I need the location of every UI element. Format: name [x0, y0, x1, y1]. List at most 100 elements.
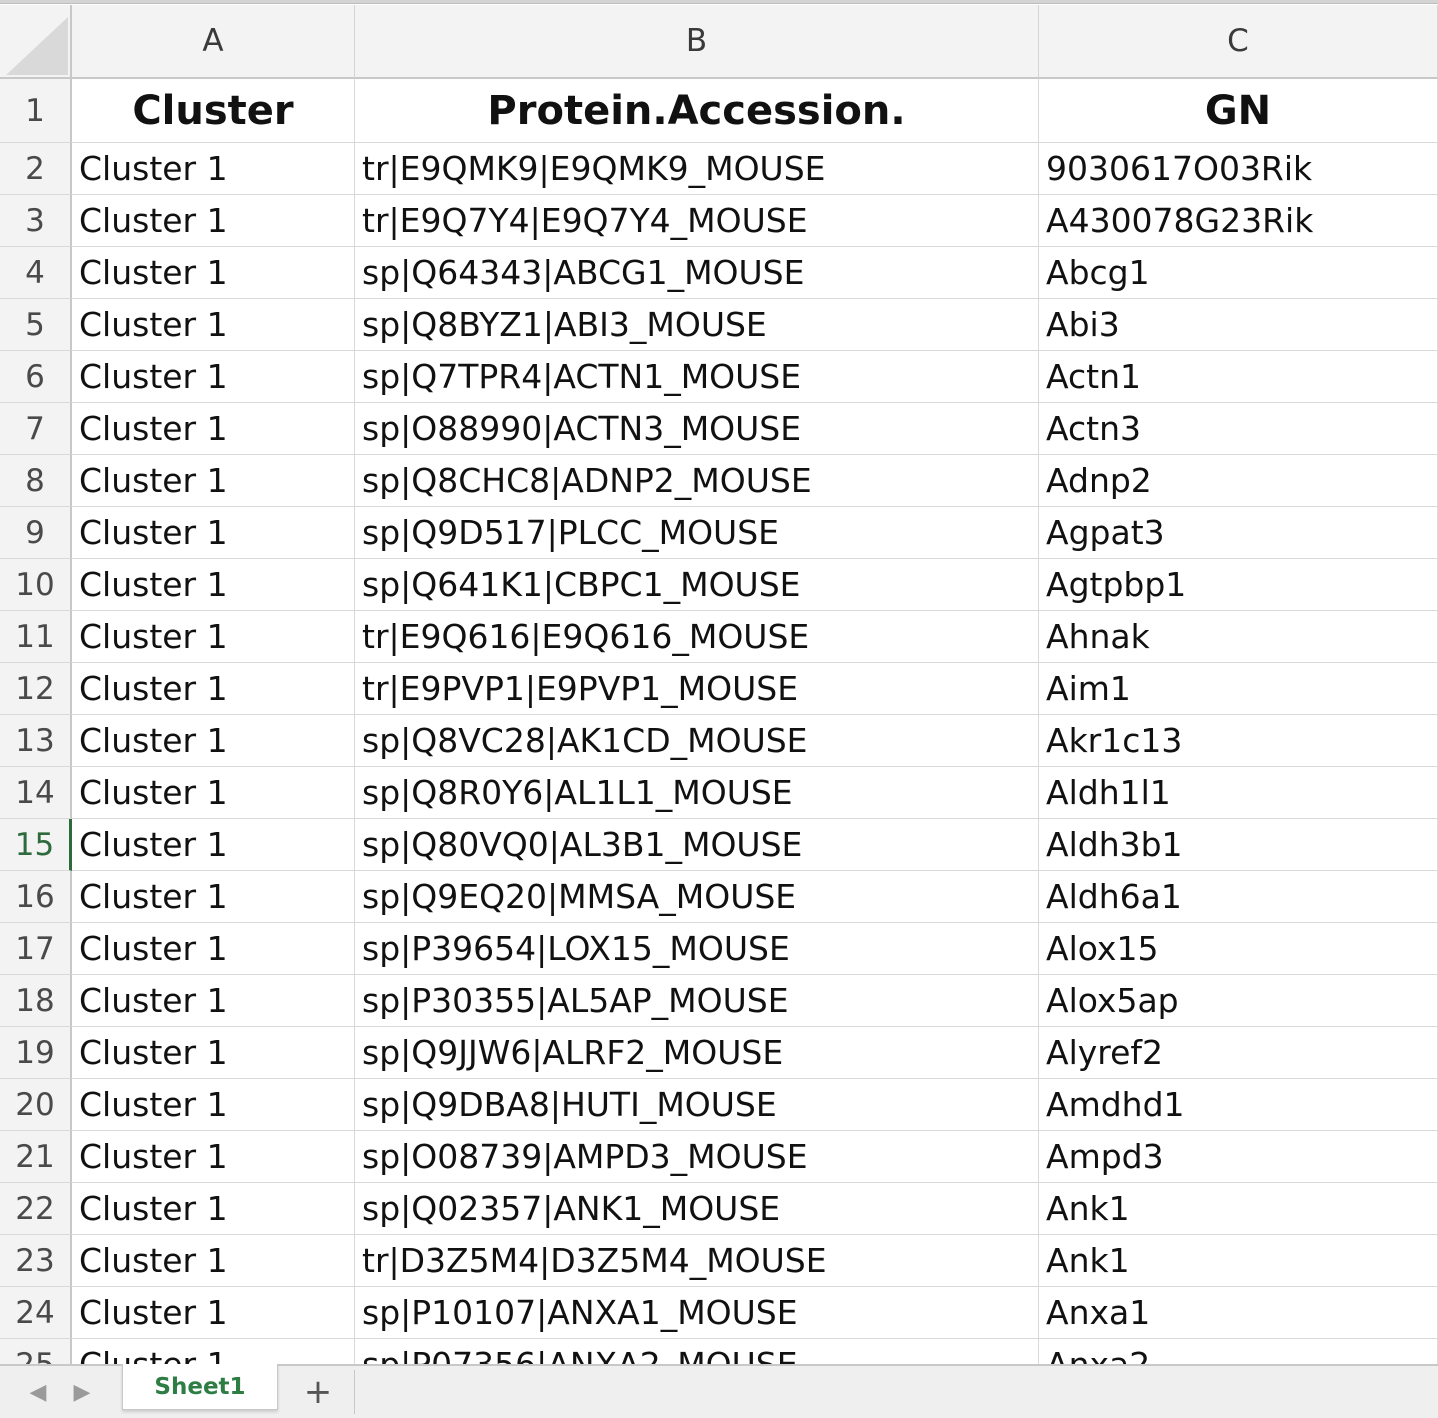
cell-a[interactable]: Cluster 1	[72, 1339, 355, 1365]
cell-a[interactable]: Cluster 1	[72, 403, 355, 455]
cell-b[interactable]: sp|P10107|ANXA1_MOUSE	[355, 1287, 1039, 1339]
column-header-b[interactable]: B	[355, 5, 1039, 79]
cell-b[interactable]: tr|E9QMK9|E9QMK9_MOUSE	[355, 143, 1039, 195]
row-header[interactable]: 11	[0, 611, 72, 663]
row-header[interactable]: 14	[0, 767, 72, 819]
cell-c[interactable]: Ank1	[1039, 1183, 1438, 1235]
cell-c[interactable]: Ank1	[1039, 1235, 1438, 1287]
row-header[interactable]: 8	[0, 455, 72, 507]
cell-c[interactable]: Ahnak	[1039, 611, 1438, 663]
cell-b[interactable]: sp|Q9JJW6|ALRF2_MOUSE	[355, 1027, 1039, 1079]
cell-a[interactable]: Cluster 1	[72, 1131, 355, 1183]
cell-a[interactable]: Cluster 1	[72, 611, 355, 663]
row-header[interactable]: 1	[0, 79, 72, 143]
cell-a[interactable]: Cluster 1	[72, 299, 355, 351]
cell-a[interactable]: Cluster 1	[72, 143, 355, 195]
cell-c[interactable]: Abcg1	[1039, 247, 1438, 299]
row-header[interactable]: 17	[0, 923, 72, 975]
cell-c[interactable]: Alyref2	[1039, 1027, 1438, 1079]
cell-a[interactable]: Cluster 1	[72, 455, 355, 507]
cell-c[interactable]: Aldh6a1	[1039, 871, 1438, 923]
cell-a[interactable]: Cluster 1	[72, 195, 355, 247]
row-header[interactable]: 9	[0, 507, 72, 559]
cell-c[interactable]: Akr1c13	[1039, 715, 1438, 767]
cell-b[interactable]: sp|Q641K1|CBPC1_MOUSE	[355, 559, 1039, 611]
add-sheet-button[interactable]: +	[303, 1372, 333, 1412]
cell-a[interactable]: Cluster 1	[72, 1027, 355, 1079]
row-header[interactable]: 18	[0, 975, 72, 1027]
cell-c[interactable]: Aldh1l1	[1039, 767, 1438, 819]
cell-c[interactable]: Actn3	[1039, 403, 1438, 455]
cell-a[interactable]: Cluster 1	[72, 767, 355, 819]
cell-b[interactable]: sp|P39654|LOX15_MOUSE	[355, 923, 1039, 975]
cell-c[interactable]: Actn1	[1039, 351, 1438, 403]
row-header[interactable]: 22	[0, 1183, 72, 1235]
cell-b[interactable]: sp|Q7TPR4|ACTN1_MOUSE	[355, 351, 1039, 403]
cell-c[interactable]: Aim1	[1039, 663, 1438, 715]
cell-c[interactable]: Aldh3b1	[1039, 819, 1438, 871]
cell-a[interactable]: Cluster 1	[72, 715, 355, 767]
cell-a[interactable]: Cluster	[72, 79, 355, 143]
cell-a[interactable]: Cluster 1	[72, 1183, 355, 1235]
column-header-a[interactable]: A	[72, 5, 355, 79]
cell-a[interactable]: Cluster 1	[72, 507, 355, 559]
row-header[interactable]: 24	[0, 1287, 72, 1339]
row-header[interactable]: 16	[0, 871, 72, 923]
cell-b[interactable]: sp|O08739|AMPD3_MOUSE	[355, 1131, 1039, 1183]
cell-c[interactable]: Amdhd1	[1039, 1079, 1438, 1131]
cell-a[interactable]: Cluster 1	[72, 351, 355, 403]
cell-a[interactable]: Cluster 1	[72, 819, 355, 871]
cell-a[interactable]: Cluster 1	[72, 247, 355, 299]
cell-b[interactable]: Protein.Accession.	[355, 79, 1039, 143]
row-header[interactable]: 10	[0, 559, 72, 611]
cell-a[interactable]: Cluster 1	[72, 1235, 355, 1287]
cell-b[interactable]: sp|Q8R0Y6|AL1L1_MOUSE	[355, 767, 1039, 819]
cell-b[interactable]: sp|O88990|ACTN3_MOUSE	[355, 403, 1039, 455]
cell-a[interactable]: Cluster 1	[72, 1287, 355, 1339]
cell-b[interactable]: tr|E9PVP1|E9PVP1_MOUSE	[355, 663, 1039, 715]
cell-c[interactable]: Alox15	[1039, 923, 1438, 975]
cell-b[interactable]: tr|E9Q7Y4|E9Q7Y4_MOUSE	[355, 195, 1039, 247]
row-header[interactable]: 2	[0, 143, 72, 195]
cell-c[interactable]: Adnp2	[1039, 455, 1438, 507]
row-header[interactable]: 23	[0, 1235, 72, 1287]
row-header[interactable]: 20	[0, 1079, 72, 1131]
row-header[interactable]: 21	[0, 1131, 72, 1183]
cell-c[interactable]: Abi3	[1039, 299, 1438, 351]
cell-a[interactable]: Cluster 1	[72, 559, 355, 611]
cell-c[interactable]: Anxa1	[1039, 1287, 1438, 1339]
cell-b[interactable]: sp|Q8VC28|AK1CD_MOUSE	[355, 715, 1039, 767]
cell-c[interactable]: Agtpbp1	[1039, 559, 1438, 611]
row-header[interactable]: 15	[0, 819, 72, 871]
column-header-c[interactable]: C	[1039, 5, 1438, 79]
cell-a[interactable]: Cluster 1	[72, 1079, 355, 1131]
cell-b[interactable]: sp|Q8CHC8|ADNP2_MOUSE	[355, 455, 1039, 507]
cell-a[interactable]: Cluster 1	[72, 663, 355, 715]
row-header[interactable]: 6	[0, 351, 72, 403]
cell-b[interactable]: tr|D3Z5M4|D3Z5M4_MOUSE	[355, 1235, 1039, 1287]
row-header[interactable]: 12	[0, 663, 72, 715]
row-header[interactable]: 5	[0, 299, 72, 351]
cell-b[interactable]: sp|Q64343|ABCG1_MOUSE	[355, 247, 1039, 299]
cell-c[interactable]: Alox5ap	[1039, 975, 1438, 1027]
cell-c[interactable]: A430078G23Rik	[1039, 195, 1438, 247]
cell-b[interactable]: sp|P07356|ANXA2_MOUSE	[355, 1339, 1039, 1365]
sheet-tab-sheet1[interactable]: Sheet1	[122, 1364, 278, 1410]
cell-a[interactable]: Cluster 1	[72, 871, 355, 923]
cell-b[interactable]: tr|E9Q616|E9Q616_MOUSE	[355, 611, 1039, 663]
cell-c[interactable]: Anxa2	[1039, 1339, 1438, 1365]
cell-b[interactable]: sp|P30355|AL5AP_MOUSE	[355, 975, 1039, 1027]
cell-c[interactable]: GN	[1039, 79, 1438, 143]
cell-c[interactable]: 9030617O03Rik	[1039, 143, 1438, 195]
row-header[interactable]: 19	[0, 1027, 72, 1079]
cell-b[interactable]: sp|Q8BYZ1|ABI3_MOUSE	[355, 299, 1039, 351]
cell-b[interactable]: sp|Q9D517|PLCC_MOUSE	[355, 507, 1039, 559]
cell-a[interactable]: Cluster 1	[72, 923, 355, 975]
row-header[interactable]: 4	[0, 247, 72, 299]
row-header[interactable]: 3	[0, 195, 72, 247]
cell-a[interactable]: Cluster 1	[72, 975, 355, 1027]
row-header[interactable]: 13	[0, 715, 72, 767]
cell-b[interactable]: sp|Q80VQ0|AL3B1_MOUSE	[355, 819, 1039, 871]
next-sheet-icon[interactable]: ▶	[73, 1379, 91, 1405]
cell-b[interactable]: sp|Q9EQ20|MMSA_MOUSE	[355, 871, 1039, 923]
